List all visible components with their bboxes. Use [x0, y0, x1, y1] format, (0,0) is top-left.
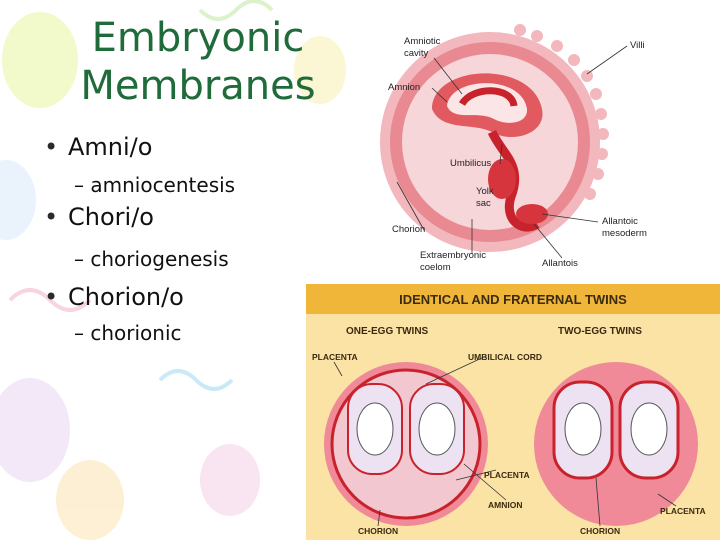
fetus — [630, 402, 668, 456]
balloon-decoration — [200, 444, 260, 516]
streamer-decoration — [158, 369, 234, 391]
bullet-item: • Chorion/o — [44, 282, 184, 312]
balloon-decoration — [2, 12, 78, 108]
label-allantoic-mesoderm: Allantoic — [602, 216, 638, 227]
fetus — [418, 402, 456, 456]
leader-lines — [333, 355, 677, 527]
leader-lines — [396, 45, 628, 259]
bullet-item: • Chori/o — [44, 202, 154, 232]
balloon-decoration — [294, 36, 346, 104]
allantois — [516, 204, 548, 224]
label-allantois: Allantois — [542, 258, 578, 269]
bullet-dot: • — [44, 133, 59, 161]
twins-diagram: IDENTICAL AND FRATERNAL TWINS ONE-EGG TW… — [306, 284, 720, 540]
embryo — [458, 87, 518, 108]
twins-title: IDENTICAL AND FRATERNAL TWINS — [399, 292, 627, 307]
bullet-dot: • — [44, 283, 59, 311]
label-amniotic-cavity: cavity — [404, 48, 429, 59]
label-amnion: Amnion — [388, 82, 420, 93]
label-extraembryonic-coelom: Extraembryonic — [420, 250, 486, 261]
bullet-text: Chori/o — [68, 203, 154, 231]
label-umbilical-cord: UMBILICAL CORD — [468, 352, 542, 362]
label-umbilicus: Umbilicus — [450, 158, 491, 169]
sub-bullet: – choriogenesis — [74, 247, 229, 271]
label-chorion: CHORION — [358, 526, 398, 536]
title-line: Embryonic — [91, 15, 305, 61]
balloon-decoration — [0, 378, 70, 482]
balloon-decoration — [0, 160, 36, 240]
label-yolk-sac: Yolk — [476, 186, 494, 197]
label-placenta: PLACENTA — [660, 506, 706, 516]
label-chorion: CHORION — [580, 526, 620, 536]
label-amniotic-cavity: Amniotic — [404, 36, 441, 47]
streamer-decoration — [8, 288, 92, 312]
one-egg-label: ONE-EGG TWINS — [346, 326, 429, 337]
bullet-dot: • — [44, 203, 59, 231]
umbilicus — [487, 129, 540, 232]
bullet-text: Chorion/o — [68, 283, 184, 311]
label-placenta: PLACENTA — [312, 352, 358, 362]
slide-title: Embryonic Membranes — [58, 14, 338, 110]
fetus — [564, 402, 602, 456]
balloon-decoration — [56, 460, 124, 540]
label-placenta: PLACENTA — [484, 470, 530, 480]
label-amnion: AMNION — [488, 500, 522, 510]
fetus — [356, 402, 394, 456]
yolk-sac — [488, 159, 516, 199]
streamer-decoration — [198, 0, 274, 21]
label-villi: Villi — [630, 40, 645, 51]
label-allantoic-mesoderm: mesoderm — [602, 228, 647, 239]
bullet-item: • Amni/o — [44, 132, 152, 162]
two-egg-label: TWO-EGG TWINS — [558, 326, 642, 337]
sub-bullet: – chorionic — [74, 321, 182, 345]
bullet-text: Amni/o — [68, 133, 153, 161]
label-chorion: Chorion — [392, 224, 425, 235]
villi-fringe — [514, 24, 609, 200]
title-line: Membranes — [80, 63, 316, 109]
embryonic-membranes-diagram: Amniotic cavity Villi Amnion Umbilicus Y… — [362, 14, 684, 280]
twins-banner — [306, 284, 720, 314]
label-yolk-sac: sac — [476, 198, 491, 209]
sub-bullet: – amniocentesis — [74, 173, 236, 197]
label-extraembryonic-coelom: coelom — [420, 262, 451, 273]
